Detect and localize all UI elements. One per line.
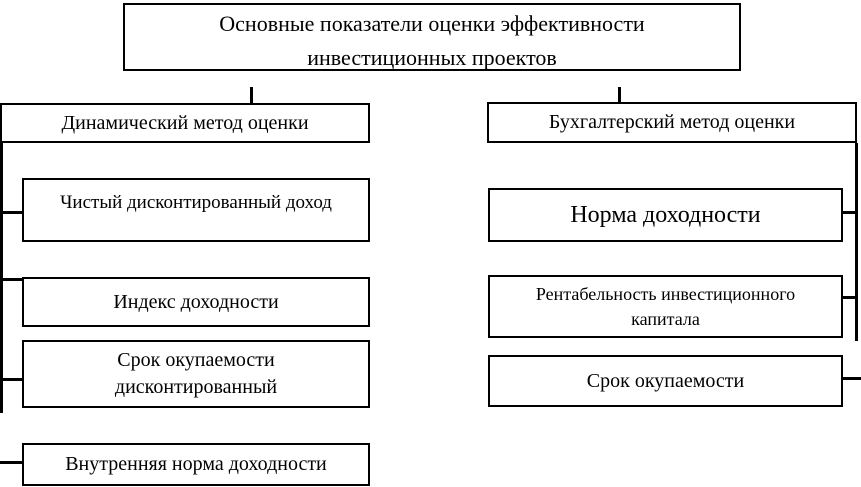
node-label-line-2: дисконтированный: [114, 376, 278, 398]
diagram-title-line-2: инвестиционных проектов: [307, 45, 557, 70]
connector-title-to-left-branch: [250, 87, 253, 103]
right-branch-header-label: Бухгалтерский метод оценки: [548, 111, 796, 133]
diagram-title-line-1: Основные показатели оценки эффективности: [219, 11, 645, 36]
connector-right-trunk-to-roi: [843, 296, 855, 299]
node-label: Индекс доходности: [113, 290, 279, 313]
right-branch-trunk-line: [855, 143, 858, 341]
node-label: Чистый дисконтированный доход: [60, 192, 332, 213]
node-label-line-2: капитала: [631, 308, 700, 329]
diagram-title-box: Основные показатели оценки эффективности…: [123, 3, 741, 71]
node-discounted-payback-period: Срок окупаемости дисконтированный: [22, 340, 370, 408]
node-label: Срок окупаемости: [586, 369, 745, 392]
node-label-line-1: Рентабельность инвестиционного: [535, 283, 796, 304]
connector-left-trunk-to-npv: [3, 211, 22, 214]
node-internal-rate-of-return: Внутренняя норма доходности: [22, 443, 370, 486]
node-rate-of-return: Норма доходности: [488, 188, 843, 242]
connector-left-trunk-to-dpp: [3, 378, 22, 381]
connector-right-trunk-to-payback: [843, 377, 861, 380]
right-branch-header-box: Бухгалтерский метод оценки: [487, 102, 857, 143]
node-label: Норма доходности: [570, 201, 761, 228]
node-net-discounted-income: Чистый дисконтированный доход: [22, 178, 370, 242]
left-branch-header-box: Динамический метод оценки: [0, 103, 370, 143]
connector-right-trunk-to-rate-of-return: [843, 211, 855, 214]
node-profitability-index: Индекс доходности: [22, 277, 370, 327]
connector-left-trunk-to-pi: [3, 278, 22, 281]
node-label: Внутренняя норма доходности: [65, 453, 327, 475]
node-return-on-investment-capital: Рентабельность инвестиционного капитала: [488, 275, 843, 338]
node-label-line-1: Срок окупаемости: [117, 349, 275, 371]
left-branch-trunk-line: [0, 143, 3, 413]
connector-title-to-right-branch: [618, 87, 621, 102]
left-branch-header-label: Динамический метод оценки: [61, 111, 309, 134]
connector-left-trunk-to-irr: [0, 461, 22, 464]
node-payback-period: Срок окупаемости: [488, 355, 843, 407]
